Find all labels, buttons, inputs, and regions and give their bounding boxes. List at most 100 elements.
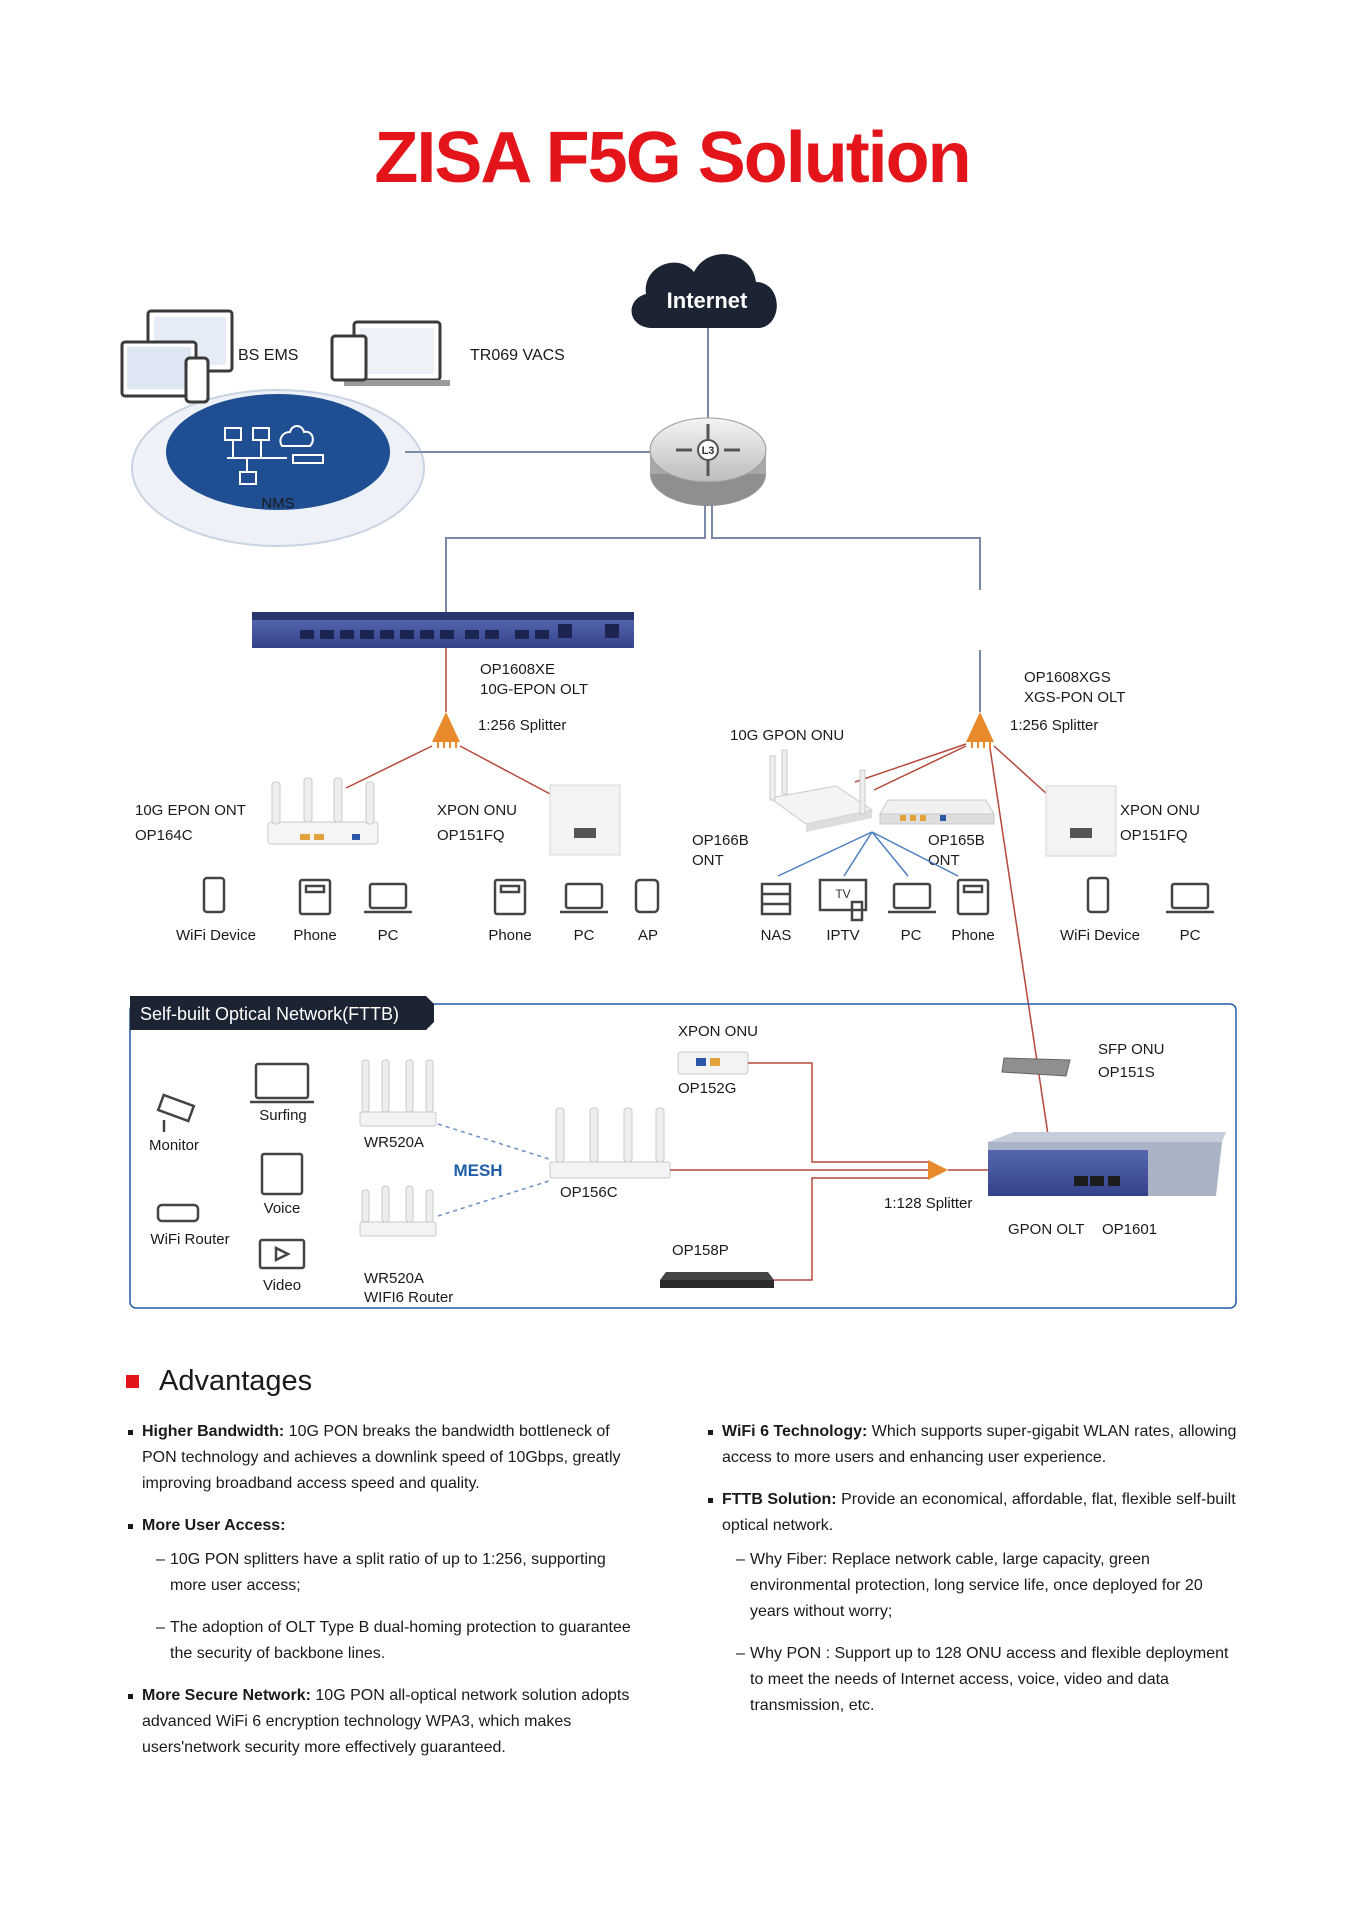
pc-icon [1166, 882, 1214, 914]
l3-label: L3 [702, 445, 715, 457]
adv-title-bandwidth: Higher Bandwidth: [142, 1423, 285, 1440]
adv-item-fttb: FTTB Solution: Provide an economical, af… [706, 1487, 1246, 1719]
adv-sub-text: 10G PON splitters have a split ratio of … [170, 1551, 606, 1594]
wifi-router-label: WiFi Router [150, 1231, 229, 1248]
phone-icon [956, 878, 990, 916]
fttb-frame: Self-built Optical Network(FTTB) [129, 996, 1237, 1309]
ont-c-model: OP165B [928, 832, 985, 849]
fttb-tag: Self-built Optical Network(FTTB) [140, 1004, 399, 1024]
adv-title-fttb: FTTB Solution: [722, 1491, 837, 1508]
advantages-right-column: WiFi 6 Technology: Which supports super-… [706, 1419, 1246, 1735]
nms-cluster: NMS [131, 389, 425, 547]
voice-icon [260, 1152, 304, 1196]
adv-sub-item: –Why Fiber: Replace network cable, large… [736, 1551, 1203, 1620]
nms-icon [224, 425, 324, 485]
sfp-onu-title: SFP ONU [1098, 1041, 1164, 1058]
adv-item-wifi6: WiFi 6 Technology: Which supports super-… [706, 1419, 1246, 1471]
sfp-onu-model: OP151S [1098, 1064, 1155, 1081]
iptv-icon [818, 878, 868, 922]
l3-router: L3 [649, 417, 767, 506]
voice-label: Voice [264, 1200, 301, 1217]
device-label: PC [378, 927, 399, 944]
mesh-label: MESH [453, 1161, 502, 1180]
xpon-onu-title: XPON ONU [678, 1023, 758, 1040]
adv-text-fttb: Provide an economical, affordable, flat,… [722, 1491, 1236, 1534]
page-title: ZISA F5G Solution [374, 118, 969, 198]
tr069-devices [330, 320, 450, 386]
adv-sub-text: Why PON : Support up to 128 ONU access a… [750, 1645, 1229, 1714]
bs-ems-label: BS EMS [238, 347, 298, 364]
adv-sub-item: –The adoption of OLT Type B dual-homing … [156, 1619, 631, 1662]
camera-icon [156, 1093, 196, 1132]
advantages-bullet [126, 1375, 139, 1388]
splitter-right [966, 712, 994, 748]
tv-text: TV [835, 887, 850, 901]
splitter-fttb-label: 1:128 Splitter [884, 1195, 972, 1212]
splitter-left-label: 1:256 Splitter [478, 717, 566, 734]
router-wr520a-top [359, 1059, 437, 1127]
adv-text-wifi6: Which supports super-gigabit WLAN rates,… [722, 1423, 1237, 1466]
device-label: WiFi Device [1060, 927, 1140, 944]
splitter-left [432, 712, 460, 748]
gpon-onu-label: 10G GPON ONU [730, 727, 844, 744]
phone-icon [493, 878, 527, 916]
ont2-model: OP151FQ [437, 827, 505, 844]
adv-sub-text: The adoption of OLT Type B dual-homing p… [170, 1619, 631, 1662]
ont1-model: OP164C [135, 827, 193, 844]
olt-right-model: OP1608XGS [1024, 669, 1111, 686]
olt-left-model: OP1608XE [480, 661, 555, 678]
device-label: Phone [293, 927, 336, 944]
op158p-label: OP158P [672, 1242, 729, 1259]
sfp-onu-op151s [1001, 1057, 1071, 1077]
gpon-olt-label: GPON OLT [1008, 1221, 1084, 1238]
wr520a-bottom-label: WR520A [364, 1270, 424, 1287]
wr520a-top-label: WR520A [364, 1134, 424, 1151]
adv-sub-item: –Why PON : Support up to 128 ONU access … [736, 1645, 1229, 1714]
onu-op166b [768, 749, 874, 832]
surfing-icon [250, 1062, 314, 1104]
phone-icon [298, 878, 332, 916]
router-wr520a-bottom [359, 1185, 437, 1237]
device-label: WiFi Device [176, 927, 256, 944]
adv-item-secure: More Secure Network: 10G PON all-optical… [126, 1683, 646, 1761]
ont2-title: XPON ONU [437, 802, 517, 819]
pc-icon [560, 882, 608, 914]
device-label: PC [1180, 927, 1201, 944]
router-op156c [549, 1107, 671, 1179]
adv-sub-text: Why Fiber: Replace network cable, large … [750, 1551, 1203, 1620]
onu-right-title: XPON ONU [1120, 802, 1200, 819]
op156c-label: OP156C [560, 1184, 618, 1201]
device-label: PC [901, 927, 922, 944]
wifi-device-icon [202, 876, 226, 914]
splitter-fttb [928, 1160, 948, 1180]
onu-op151fq-right [1045, 785, 1117, 857]
olt-right-type: XGS-PON OLT [1024, 689, 1125, 706]
ont-b-model: OP166B [692, 832, 749, 849]
adv-sub-item: –10G PON splitters have a split ratio of… [156, 1551, 606, 1594]
xpon-onu-model: OP152G [678, 1080, 736, 1097]
device-label: IPTV [826, 927, 859, 944]
adv-item-bandwidth: Higher Bandwidth: 10G PON breaks the ban… [126, 1419, 646, 1497]
adv-title-secure: More Secure Network: [142, 1687, 311, 1704]
wifi-device-icon [1086, 876, 1110, 914]
surfing-label: Surfing [259, 1107, 307, 1124]
internet-cloud: Internet [631, 254, 777, 328]
adv-item-access: More User Access: –10G PON splitters hav… [126, 1513, 646, 1667]
pc-icon [364, 882, 412, 914]
tr069-label: TR069 VACS [470, 347, 565, 364]
device-label: Phone [488, 927, 531, 944]
adv-title-wifi6: WiFi 6 Technology: [722, 1423, 868, 1440]
internet-label: Internet [667, 288, 748, 313]
bs-ems-devices [120, 309, 234, 404]
advantages-header: Advantages [126, 1365, 312, 1398]
device-label: PC [574, 927, 595, 944]
ap-icon [634, 878, 660, 914]
ont-b-kind: ONT [692, 852, 724, 869]
gpon-olt-model: OP1601 [1102, 1221, 1157, 1238]
wifi6-router-label: WIFI6 Router [364, 1289, 453, 1306]
pc-icon [888, 882, 936, 914]
device-label: AP [638, 927, 658, 944]
olt-op1608xe [252, 612, 634, 648]
splitter-right-label: 1:256 Splitter [1010, 717, 1098, 734]
olt-op1601 [988, 1132, 1226, 1196]
